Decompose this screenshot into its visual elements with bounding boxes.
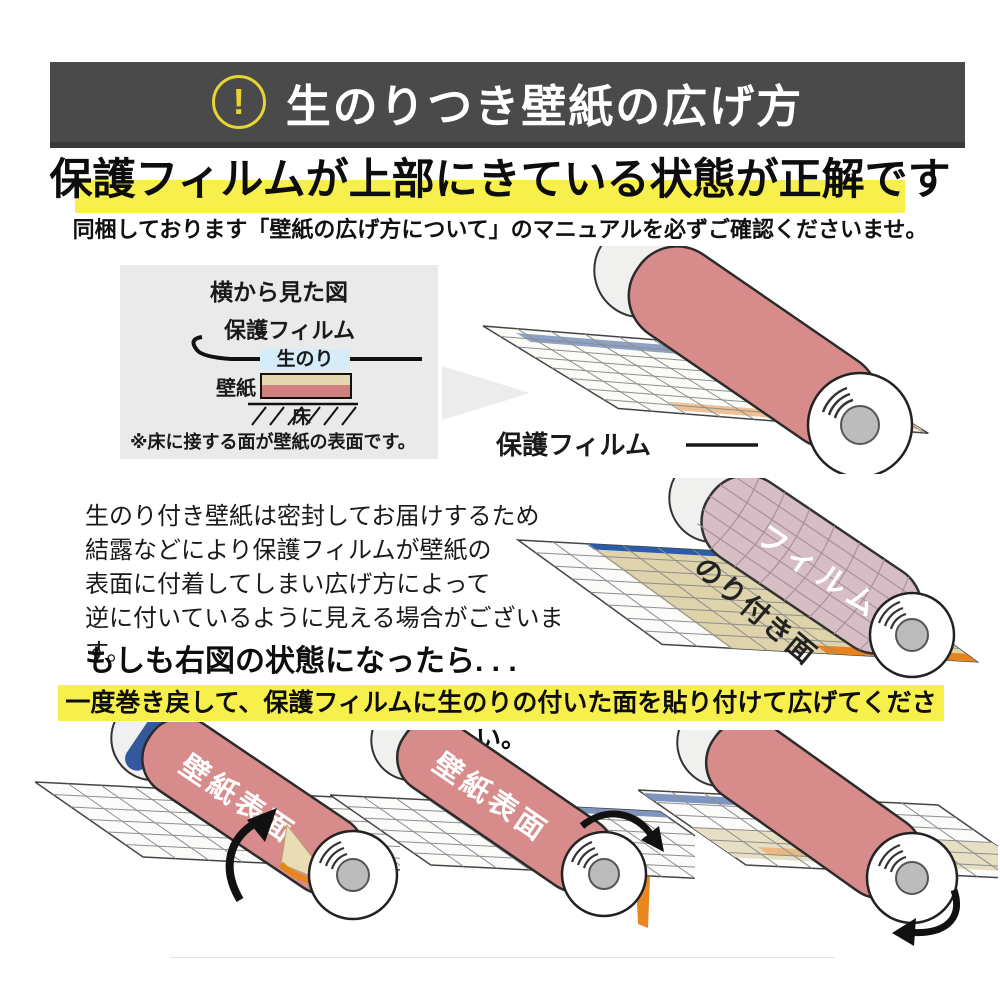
emphasis-text: もしも右図の状態になったら. . . [85,645,517,678]
floor-label: 床 [292,407,312,428]
rotate-arrow-head [892,918,916,946]
side-view-panel: 横から見た図 保護フィルム 生のり 壁紙 床 ※床に接する面が壁紙の表面です。 [120,265,438,459]
roll-end-cap [806,371,914,474]
heading-highlight [75,180,905,213]
film-curve-line [191,335,422,361]
correct-state-illustration: 保護フィルム [468,246,973,474]
rewind-step-1-illustration: 壁紙表面 [35,722,400,921]
explanation-paragraph: 生のり付き壁紙は密封してお届けするため 結露などにより保護フィルムが壁紙の 表面… [85,500,565,670]
explanation-line: 逆に付いているように見える場合がございます。 [85,605,564,666]
wallpaper-layers [260,373,352,399]
film-blue-strip [516,333,696,356]
page-title: 生のりつき壁紙の広げ方 [285,80,804,132]
rotate-arrow-head [641,826,664,852]
floor-hatching [248,402,358,426]
heading-block: 保護フィルムが上部にきている状態が正解です [0,154,1000,213]
side-view-title: 横から見た図 [210,279,348,305]
rewind-step-2-illustration: 壁紙表面 [330,730,695,928]
rotate-arrow-icon [225,818,260,903]
flow-arrow-icon [442,366,530,420]
roll-end-cap [560,830,648,918]
instruction-band: 一度巻き戻して、保護フィルムに生のりの付いた面を貼り付けて広げてください。 [58,685,944,753]
subheading-text: 同梱しております「壁紙の広げ方について」のマニュアルを必ずご確認くださいませ。 [72,217,928,242]
correct-film-label: 保護フィルム [495,430,651,460]
roll-end-cap [868,591,956,679]
roll-end-cap [865,831,959,925]
wrong-state-illustration: のり付き面 フィルム [500,478,980,679]
explanation-line: 結露などにより保護フィルムが壁紙の [85,537,492,564]
explanation-line: 生のり付き壁紙は密封してお届けするため [85,503,540,530]
glue-layer-label: 生のり [260,349,350,370]
rotate-arrow-icon [579,810,655,839]
wallpaper-face-layer [262,385,350,397]
title-banner: ! 生のりつき壁紙の広げ方 [50,62,965,148]
rotate-arrow-icon [905,888,960,937]
warning-icon: ! [211,75,266,129]
rotate-arrow-head [247,808,277,842]
wallpaper-back-layer [262,375,350,385]
bottom-divider [170,957,835,958]
side-view-note: ※床に接する面が壁紙の表面です。 [130,432,416,452]
film-layer-label: 保護フィルム [224,318,356,343]
rewind-step-3-illustration [638,730,998,946]
heading-text: 保護フィルムが上部にきている状態が正解です [49,156,951,204]
wallpaper-layer-label: 壁紙 [216,378,256,400]
roll-end-cap [307,829,399,921]
explanation-line: 表面に付着してしまい広げ方によって [85,571,491,598]
